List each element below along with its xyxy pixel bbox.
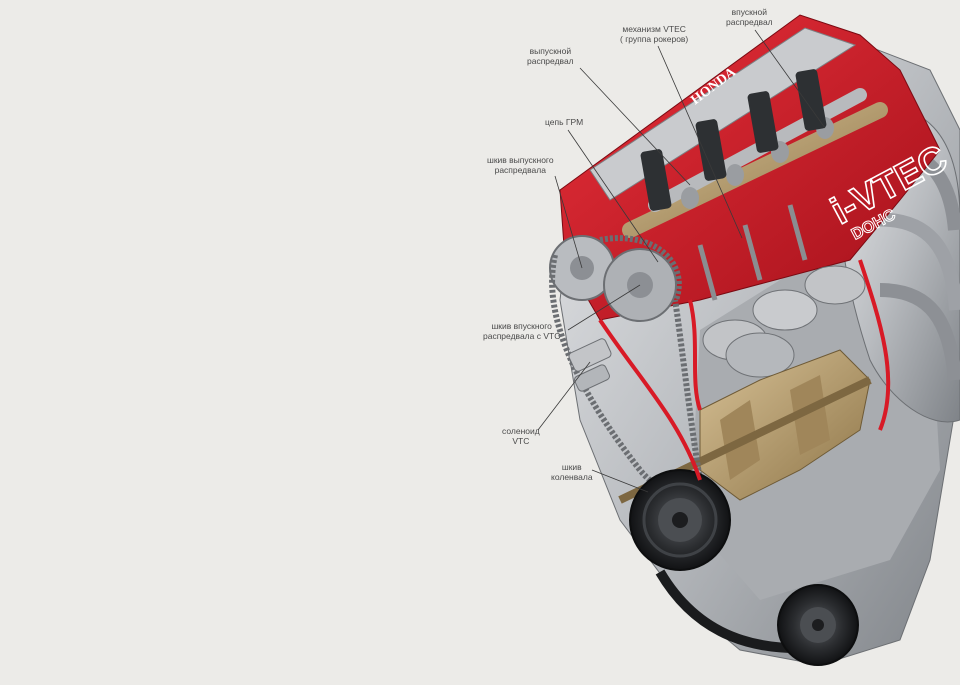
leader-crank-pulley bbox=[591, 469, 649, 493]
accessory-drive bbox=[655, 569, 859, 666]
label-crankshaft-pulley-line1: шкив bbox=[561, 462, 582, 472]
label-intake-cam-pulley-vtc: шкив впускного распредвала с VTC bbox=[483, 321, 560, 341]
valve-springs bbox=[697, 204, 808, 301]
label-vtec-mechanism-line1: механизм VTEC bbox=[622, 24, 686, 34]
pistons bbox=[702, 265, 866, 378]
label-timing-chain: цепь ГРМ bbox=[545, 117, 583, 127]
label-crankshaft-pulley: шкив коленвала bbox=[551, 462, 593, 482]
vtc-solenoid bbox=[568, 338, 612, 392]
label-exhaust-camshaft-line2: распредвал bbox=[527, 56, 574, 66]
crank-pulley bbox=[629, 469, 731, 571]
label-timing-chain-line1: цепь ГРМ bbox=[545, 117, 584, 127]
label-vtc-solenoid-line1: соленоид bbox=[502, 426, 540, 436]
label-exhaust-camshaft-line1: выпускной bbox=[529, 46, 572, 56]
leader-lines bbox=[537, 29, 826, 493]
label-intake-camshaft: впускной распредвал bbox=[726, 7, 773, 27]
label-vtec-mechanism: механизм VTEC ( группа рокеров) bbox=[620, 24, 688, 44]
ignition-coils bbox=[640, 69, 827, 211]
leader-intake-pulley bbox=[567, 284, 641, 331]
label-vtc-solenoid: соленоид VTC bbox=[502, 426, 540, 446]
label-intake-camshaft-line2: распредвал bbox=[726, 17, 773, 27]
label-intake-cam-pulley-vtc-line2: распредвала с VTC bbox=[483, 331, 561, 341]
label-exhaust-cam-pulley: шкив выпускного распредвала bbox=[487, 155, 554, 175]
label-exhaust-cam-pulley-line2: распредвала bbox=[494, 165, 546, 175]
label-vtc-solenoid-line2: VTC bbox=[512, 436, 530, 446]
label-crankshaft-pulley-line2: коленвала bbox=[551, 472, 593, 482]
leader-timing-chain bbox=[567, 129, 659, 263]
label-intake-cam-pulley-vtc-line1: шкив впускного bbox=[491, 321, 552, 331]
leader-intake-cam bbox=[754, 29, 826, 129]
section-cut-edges bbox=[598, 259, 891, 481]
label-exhaust-camshaft: выпускной распредвал bbox=[527, 46, 574, 66]
label-vtec-mechanism-line2: ( группа рокеров) bbox=[620, 34, 689, 44]
leader-exhaust-pulley bbox=[554, 175, 583, 269]
leader-exhaust-cam bbox=[579, 67, 691, 186]
label-exhaust-cam-pulley-line1: шкив выпускного bbox=[487, 155, 554, 165]
leader-solenoid bbox=[537, 361, 591, 431]
leader-vtec bbox=[657, 45, 743, 239]
label-intake-camshaft-line1: впускной bbox=[731, 7, 768, 17]
